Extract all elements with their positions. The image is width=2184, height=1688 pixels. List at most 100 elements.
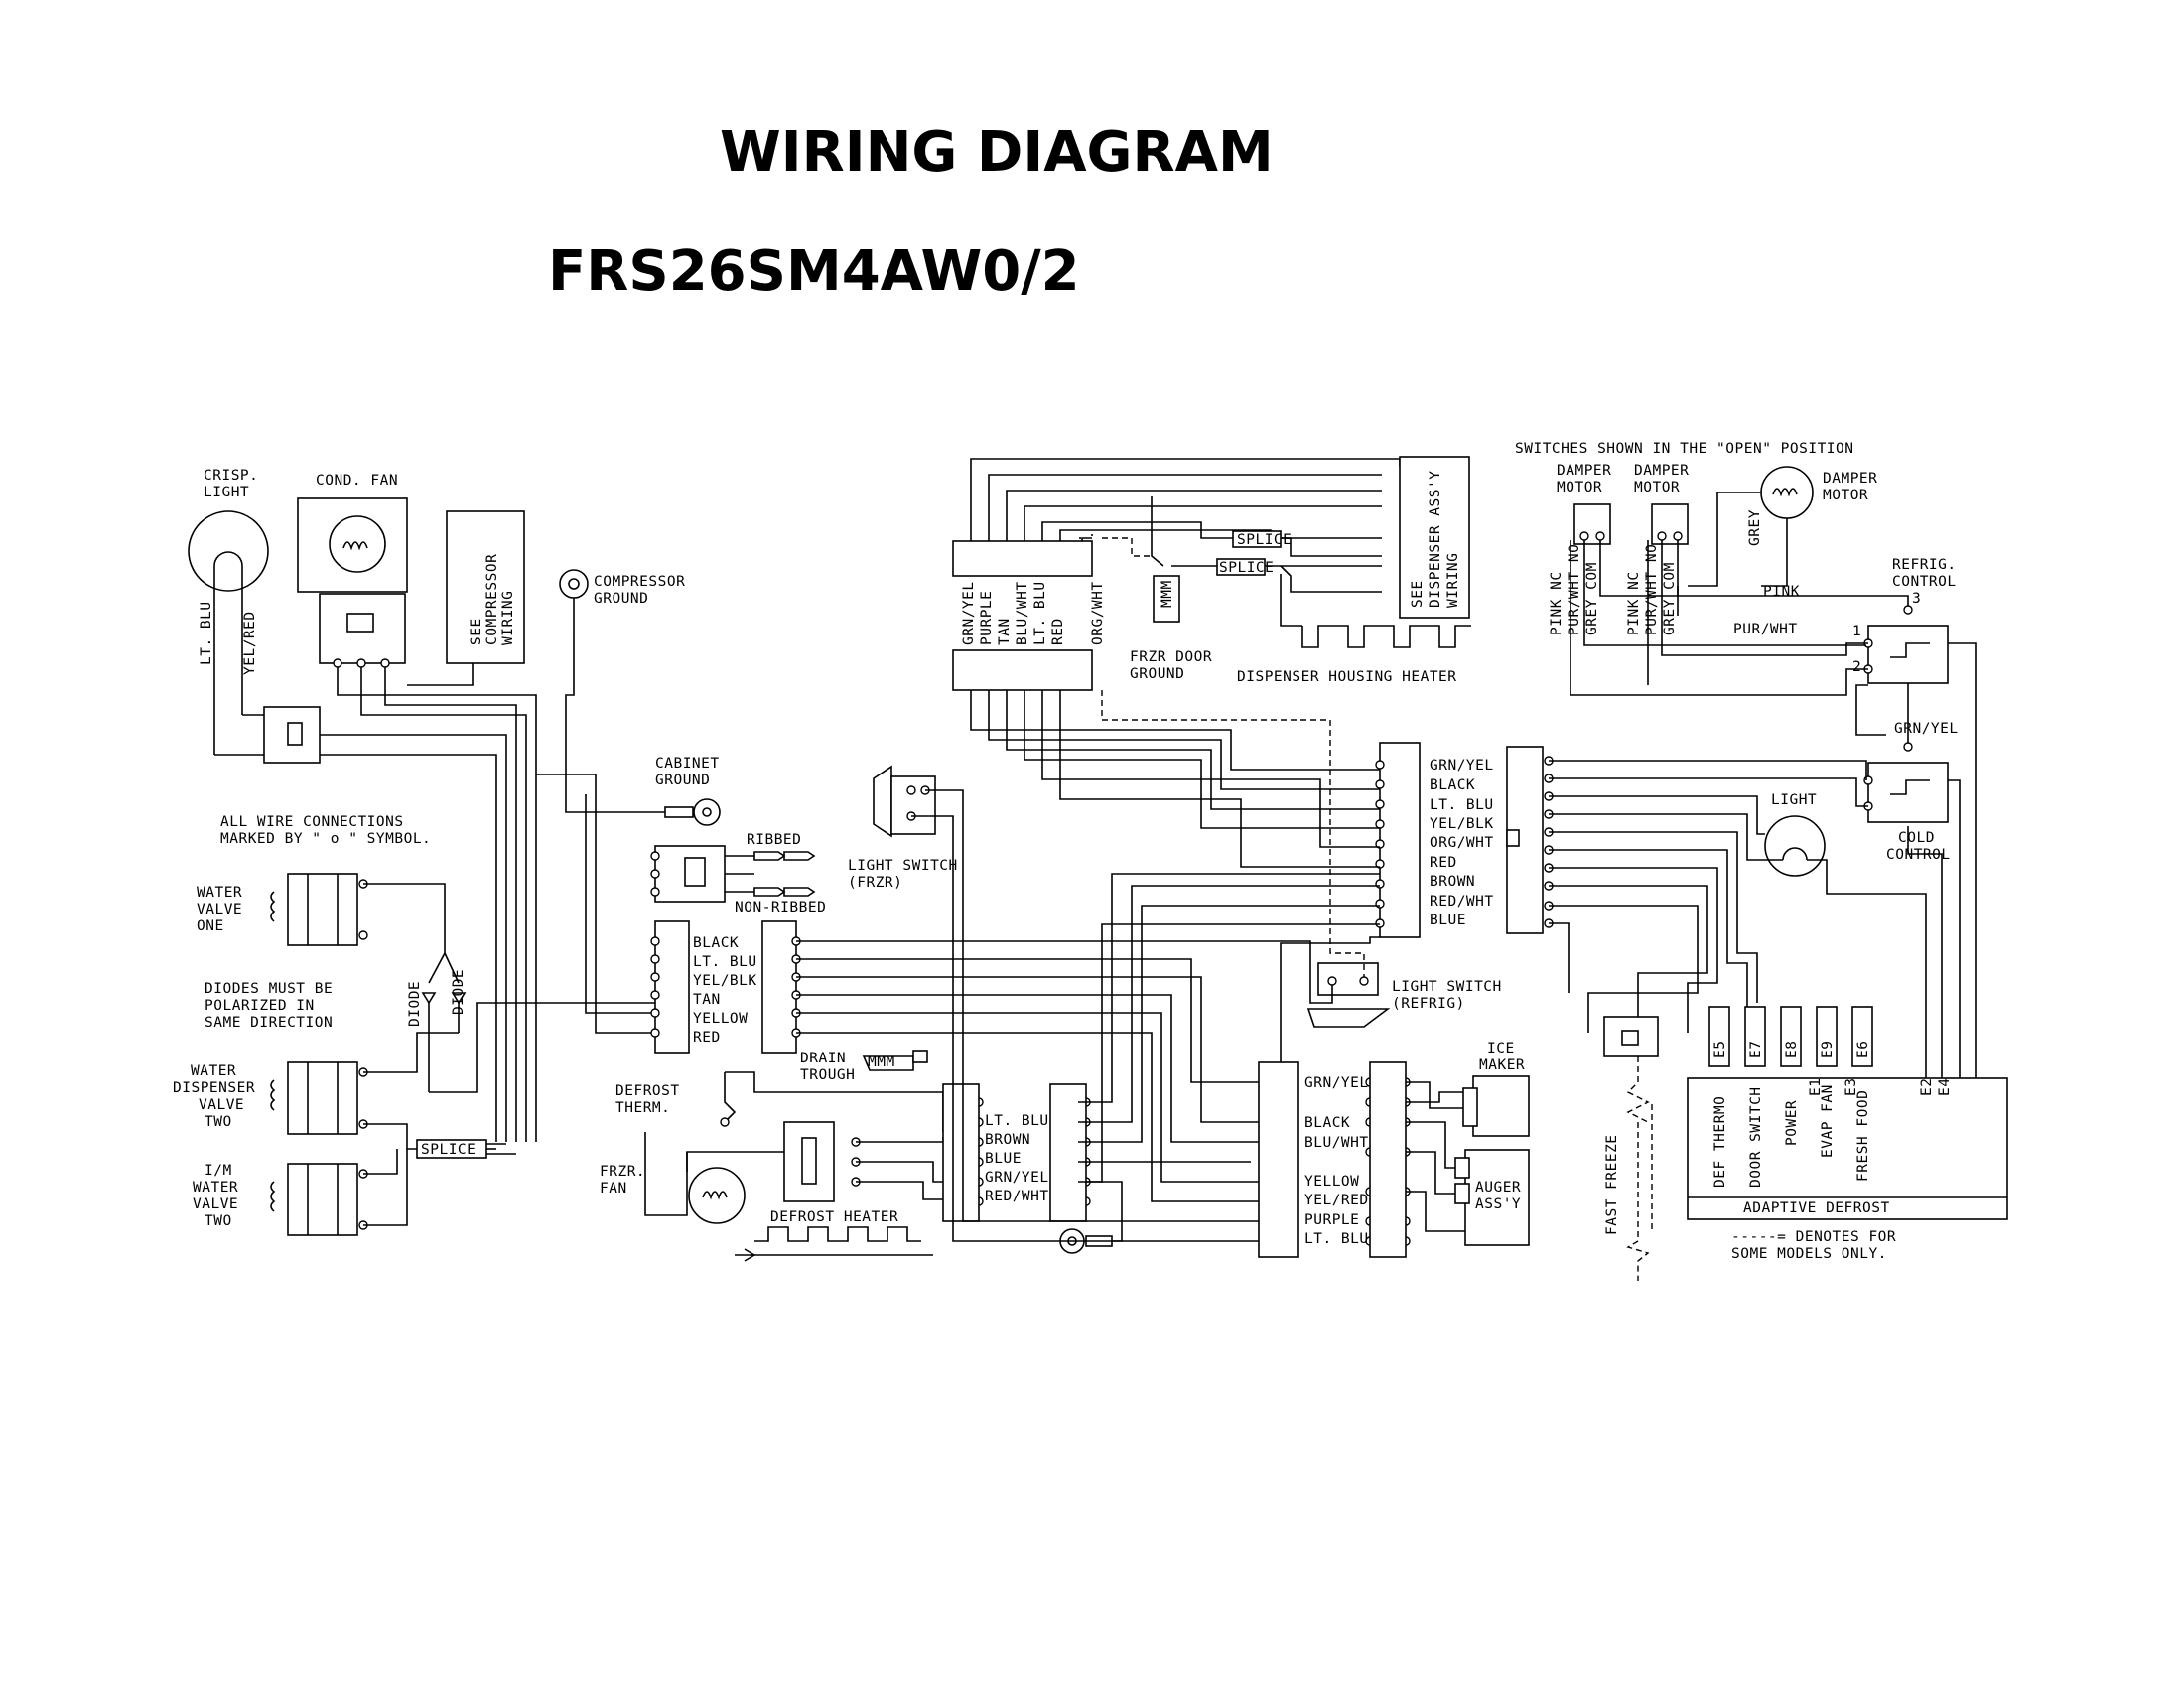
svg-text:CONTROL: CONTROL bbox=[1886, 847, 1951, 863]
svg-text:LIGHT SWITCH: LIGHT SWITCH bbox=[848, 858, 958, 874]
svg-text:TROUGH: TROUGH bbox=[800, 1067, 855, 1083]
splice-left: SPLICE bbox=[416, 1139, 487, 1159]
svg-text:GROUND: GROUND bbox=[1130, 666, 1184, 682]
svg-text:REFRIG.: REFRIG. bbox=[1892, 557, 1957, 573]
svg-text:LT. BLU: LT. BLU bbox=[199, 601, 214, 665]
compressor-ground-icon: COMPRESSOR GROUND bbox=[559, 569, 685, 635]
svg-text:BLACK: BLACK bbox=[693, 935, 739, 951]
svg-text:ORG/WHT: ORG/WHT bbox=[1090, 581, 1106, 645]
svg-text:DIODE: DIODE bbox=[451, 969, 467, 1015]
terminal-pin bbox=[1375, 859, 1385, 869]
svg-text:FRZR.: FRZR. bbox=[600, 1164, 645, 1180]
svg-text:PUR/WHT NO: PUR/WHT NO bbox=[1567, 544, 1582, 635]
svg-text:DAMPER: DAMPER bbox=[1634, 463, 1689, 479]
svg-text:TWO: TWO bbox=[205, 1114, 232, 1130]
svg-text:E5: E5 bbox=[1712, 1041, 1728, 1058]
svg-text:GREY: GREY bbox=[1747, 509, 1763, 546]
terminal-pin bbox=[650, 936, 660, 946]
terminal-pin bbox=[1375, 799, 1385, 809]
damper-motor-switch-1: DAMPER MOTOR PINK NC PUR/WHT NO GREY COM bbox=[1549, 463, 1611, 635]
svg-text:TAN: TAN bbox=[693, 992, 721, 1008]
svg-text:DRAIN: DRAIN bbox=[800, 1051, 846, 1066]
svg-text:AUGER: AUGER bbox=[1475, 1180, 1521, 1196]
svg-text:SEE: SEE bbox=[1410, 580, 1426, 608]
svg-text:POLARIZED IN: POLARIZED IN bbox=[205, 998, 315, 1014]
connection-note: ALL WIRE CONNECTIONS bbox=[220, 814, 404, 830]
model-number: FRS26SM4AW0/2 bbox=[548, 239, 1080, 304]
svg-text:MOTOR: MOTOR bbox=[1634, 480, 1680, 495]
svg-text:DISPENSER: DISPENSER bbox=[173, 1080, 255, 1096]
diodes-note: DIODES MUST BE bbox=[205, 981, 333, 997]
svg-text:DEF THERMO: DEF THERMO bbox=[1712, 1096, 1728, 1188]
svg-text:SEE: SEE bbox=[469, 618, 484, 645]
svg-text:ONE: ONE bbox=[197, 918, 224, 934]
water-dispenser-valve-two: WATER DISPENSER VALVE TWO bbox=[173, 1061, 368, 1135]
svg-text:WIRING: WIRING bbox=[1445, 553, 1461, 608]
svg-text:LIGHT: LIGHT bbox=[1771, 792, 1817, 808]
svg-text:GRN/YEL: GRN/YEL bbox=[1304, 1075, 1369, 1091]
freezer-door-ground: MMM FRZR DOOR GROUND bbox=[1102, 537, 1212, 682]
svg-text:E1: E1 bbox=[1808, 1078, 1824, 1096]
svg-text:SPLICE: SPLICE bbox=[1219, 560, 1274, 576]
svg-text:PINK: PINK bbox=[1763, 584, 1800, 600]
svg-text:COND. FAN: COND. FAN bbox=[316, 473, 398, 489]
diode-pair: DIODE DIODE bbox=[363, 883, 467, 1092]
svg-text:E3: E3 bbox=[1843, 1078, 1859, 1096]
svg-text:ASS'Y: ASS'Y bbox=[1475, 1196, 1521, 1212]
splice-dispenser-2: SPLICE bbox=[1216, 558, 1274, 576]
svg-text:GRN/YEL: GRN/YEL bbox=[985, 1170, 1049, 1186]
svg-text:NON-RIBBED: NON-RIBBED bbox=[735, 900, 826, 915]
svg-text:BLACK: BLACK bbox=[1304, 1115, 1350, 1131]
svg-text:BLACK: BLACK bbox=[1430, 777, 1475, 793]
svg-text:RED/WHT: RED/WHT bbox=[985, 1189, 1049, 1204]
svg-text:GROUND: GROUND bbox=[655, 773, 710, 788]
svg-text:THERM.: THERM. bbox=[615, 1100, 670, 1116]
e-terminals: E5 E7 E8 E9 E6 bbox=[1708, 1006, 1873, 1067]
svg-text:(FRZR): (FRZR) bbox=[848, 875, 902, 891]
splice-dispenser-1: SPLICE bbox=[1232, 530, 1292, 548]
svg-text:E7: E7 bbox=[1748, 1041, 1764, 1058]
svg-text:DAMPER: DAMPER bbox=[1557, 463, 1611, 479]
refrig-control: REFRIG. CONTROL 3 1 2 PINK PUR/WHT GRN/Y… bbox=[1733, 557, 1959, 737]
main-connector: GRN/YEL BLACK LT. BLU YEL/BLK ORG/WHT RE… bbox=[1379, 742, 1494, 938]
harness-connector-1: BLACK LT. BLU YEL/BLK TAN YELLOW RED bbox=[654, 920, 797, 1054]
svg-text:VALVE: VALVE bbox=[197, 902, 242, 917]
svg-text:CRISP.: CRISP. bbox=[204, 468, 258, 484]
svg-text:DOOR SWITCH: DOOR SWITCH bbox=[1748, 1086, 1764, 1188]
svg-text:CONTROL: CONTROL bbox=[1892, 574, 1957, 590]
svg-text:SAME DIRECTION: SAME DIRECTION bbox=[205, 1015, 333, 1031]
svg-text:LT. BLU: LT. BLU bbox=[1430, 797, 1494, 813]
svg-text:ADAPTIVE DEFROST: ADAPTIVE DEFROST bbox=[1743, 1200, 1890, 1216]
svg-text:BROWN: BROWN bbox=[1430, 874, 1475, 890]
harness-connector-2: LT. BLU BROWN BLUE GRN/YEL RED/WHT bbox=[942, 1083, 1087, 1222]
svg-text:PURPLE: PURPLE bbox=[1304, 1212, 1359, 1228]
svg-text:EVAP FAN: EVAP FAN bbox=[1820, 1084, 1836, 1158]
svg-text:FRESH FOOD: FRESH FOOD bbox=[1855, 1090, 1871, 1182]
dispenser-housing-heater: DISPENSER HOUSING HEATER bbox=[1237, 625, 1471, 685]
svg-text:YELLOW: YELLOW bbox=[1304, 1174, 1359, 1190]
crisp-light-connector bbox=[263, 706, 321, 764]
crisp-light: CRISP. LIGHT LT. BLU YEL/RED bbox=[188, 468, 269, 756]
svg-text:TAN: TAN bbox=[997, 618, 1013, 645]
svg-text:FRZR DOOR: FRZR DOOR bbox=[1130, 649, 1212, 665]
switches-note: SWITCHES SHOWN IN THE "OPEN" POSITION bbox=[1515, 441, 1854, 457]
svg-text:BLU/WHT: BLU/WHT bbox=[1015, 581, 1030, 645]
ribbed-connector: RIBBED NON-RIBBED bbox=[650, 832, 826, 915]
svg-text:RIBBED: RIBBED bbox=[747, 832, 801, 848]
defrost-therm: DEFROST THERM. bbox=[615, 1071, 944, 1132]
fast-freeze: FAST FREEZE bbox=[1603, 1016, 1659, 1281]
svg-text:GRN/YEL: GRN/YEL bbox=[961, 581, 977, 645]
svg-text:DEFROST: DEFROST bbox=[615, 1083, 680, 1099]
svg-text:RED: RED bbox=[1050, 618, 1066, 645]
svg-text:GRN/YEL: GRN/YEL bbox=[1430, 758, 1494, 774]
svg-text:MMM: MMM bbox=[1160, 580, 1175, 608]
im-water-valve-two: I/M WATER VALVE TWO bbox=[193, 1163, 368, 1236]
auger-assy: AUGER ASS'Y bbox=[1454, 1149, 1530, 1246]
svg-text:LIGHT: LIGHT bbox=[204, 485, 249, 500]
svg-text:DEFROST HEATER: DEFROST HEATER bbox=[770, 1209, 898, 1225]
condenser-fan: COND. FAN bbox=[297, 473, 408, 668]
adaptive-defrost-board: ADAPTIVE DEFROST DEF THERMO DOOR SWITCH … bbox=[1687, 1077, 2008, 1220]
svg-text:(REFRIG): (REFRIG) bbox=[1392, 996, 1465, 1012]
drain-trough-heater: DRAIN TROUGH MMM bbox=[800, 1050, 928, 1083]
svg-text:GRN/YEL: GRN/YEL bbox=[1894, 721, 1959, 737]
